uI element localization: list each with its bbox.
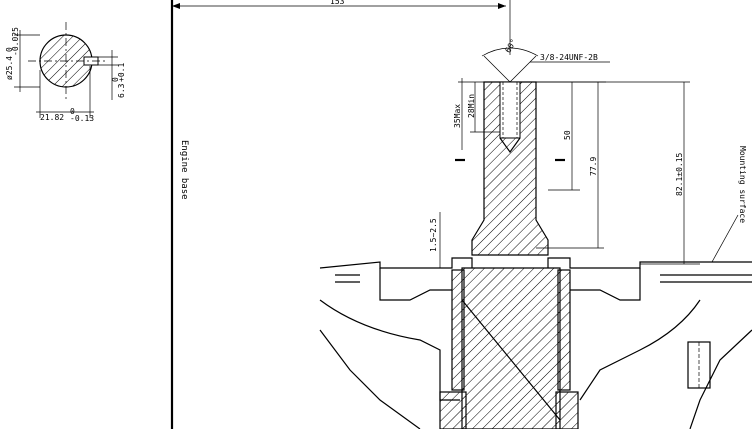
shaft-dia-label: ø25.4 — [5, 56, 14, 80]
key-tol-upper: +0.1 — [117, 63, 126, 82]
thread-angle-label: 60° — [503, 37, 518, 54]
len-50-label: 50 — [563, 130, 572, 140]
shaft-cross-section — [14, 22, 118, 118]
left-bearing — [451, 269, 465, 391]
key-tol-lower: 0 — [111, 77, 120, 82]
top-length-label: 153 — [330, 0, 345, 6]
gap-label: 1.5~2.5 — [429, 218, 438, 252]
flat-tol-upper: 0 — [70, 107, 75, 116]
max-depth-label: 35Max — [453, 104, 462, 128]
len-77-9-label: 77.9 — [589, 157, 598, 176]
mounting-surface-label: Mounting surface — [738, 146, 747, 223]
top-length-dimension — [172, 3, 506, 9]
thread-spec-label: 3/8-24UNF-2B — [540, 53, 598, 62]
flat-dim-label: 21.82 — [40, 113, 64, 122]
shaft-lower-section — [461, 267, 561, 429]
engine-base-label: Engine base — [179, 140, 189, 200]
shaft-dia-tol-lower: -0.025 — [11, 27, 20, 56]
min-depth-label: 28Min — [467, 94, 476, 118]
shaft-dia-tol-upper: 0 — [5, 47, 14, 52]
right-bearing — [557, 269, 571, 391]
thread-angle-arc — [481, 47, 539, 57]
flat-tol-lower: -0.13 — [70, 114, 94, 123]
shaft-upper-section — [471, 81, 549, 256]
engine-housing — [319, 257, 752, 429]
key-width-label: 6.3 — [117, 83, 126, 98]
len-82-1-label: 82.1±0.15 — [675, 152, 684, 196]
